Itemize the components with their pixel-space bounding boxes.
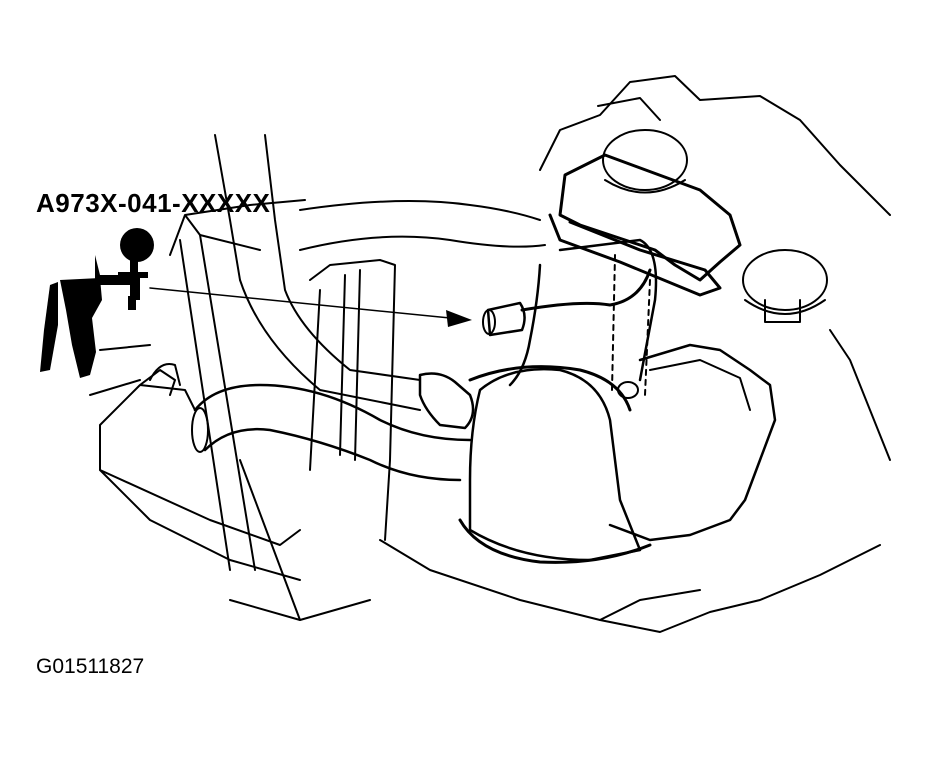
filler-cap-right: [743, 250, 827, 310]
cover-plate: [560, 155, 740, 280]
engine-block-lower-edge: [380, 540, 880, 632]
vacuum-hose-curve: [522, 270, 650, 310]
hose-upper-diagonal: [300, 201, 540, 220]
valve-housing: [610, 345, 775, 540]
upper-frame: [170, 200, 305, 255]
vacuum-pump-tool-icon: [40, 228, 154, 378]
air-box-strap: [150, 364, 180, 385]
panel-left-edge: [310, 260, 395, 540]
valve-port: [618, 382, 638, 398]
dashed-guide-right: [645, 280, 650, 395]
air-box: [100, 370, 300, 545]
filler-cap-upper-base: [605, 180, 685, 193]
panel-inner-lines: [310, 270, 360, 470]
vacuum-nipple: [488, 303, 525, 335]
canister-lower-ring: [460, 520, 650, 562]
hose-upper-diagonal-2: [300, 237, 545, 250]
hose-clamp: [420, 374, 473, 428]
engine-block-right-edge: [830, 330, 890, 460]
filler-cap-right-stem: [765, 300, 800, 322]
canister-rim: [470, 367, 630, 410]
valve-housing-inner: [650, 360, 750, 410]
lower-left-frame: [90, 345, 300, 620]
filler-cap-right-base: [745, 300, 825, 314]
purge-valve-body: [510, 240, 656, 385]
pointer-arrow-icon: [446, 310, 472, 327]
filler-cap-upper-bracket: [598, 98, 660, 120]
pointer-arrow-line: [150, 288, 450, 318]
figure-id: G01511827: [36, 655, 145, 678]
engine-block-outline: [540, 76, 890, 215]
engine-block-inner-edge: [600, 590, 700, 620]
canister-body: [470, 369, 640, 560]
lower-hose-bottom: [205, 429, 460, 480]
hose-vertical-left: [215, 135, 420, 380]
vacuum-nipple-end: [483, 310, 495, 334]
air-box-lower-edge: [100, 470, 300, 580]
dashed-guide-left: [612, 255, 615, 390]
filler-cap-upper: [603, 130, 687, 190]
part-number-label: A973X-041-XXXXX: [36, 188, 271, 218]
mount-bracket: [550, 215, 720, 295]
